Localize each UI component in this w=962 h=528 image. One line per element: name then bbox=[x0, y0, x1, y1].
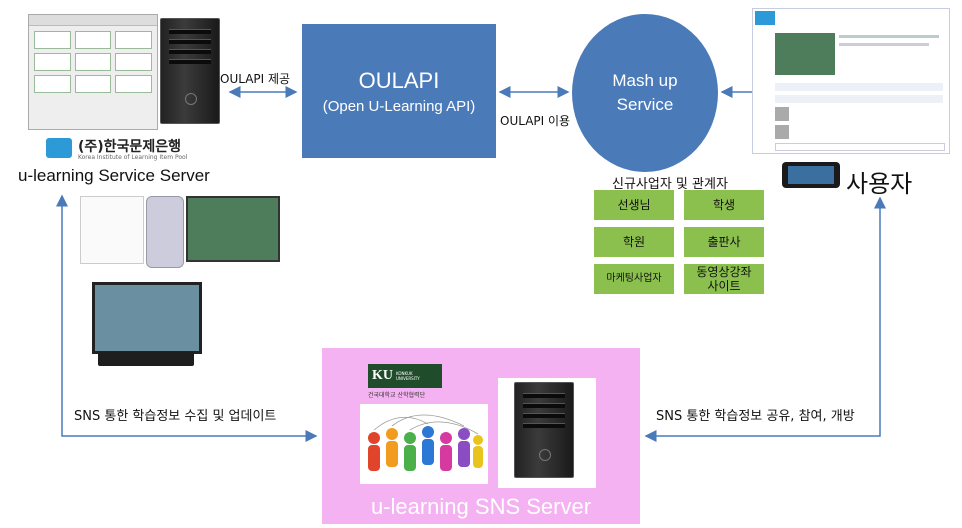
stakeholder-marketing: 마케팅사업자 bbox=[594, 264, 674, 294]
sns-collect-label: SNS 통한 학습정보 수집 및 업데이트 bbox=[74, 409, 277, 424]
people-figures bbox=[368, 426, 483, 471]
network-links bbox=[373, 414, 479, 435]
server-tower-icon bbox=[160, 18, 220, 124]
stakeholder-academy: 학원 bbox=[594, 227, 674, 257]
stakeholder-publisher: 출판사 bbox=[684, 227, 764, 257]
user-label: 사용자 bbox=[846, 170, 913, 198]
mashup-line2: Service bbox=[616, 95, 674, 114]
oulapi-box: OULAPI (Open U-Learning API) bbox=[302, 24, 496, 158]
people-network-illustration bbox=[360, 404, 488, 484]
company-name-en: Korea Institute of Learning Item Pool bbox=[78, 154, 188, 161]
tv-set-image bbox=[92, 282, 202, 354]
stakeholder-student: 학생 bbox=[684, 190, 764, 220]
service-server-label: u-learning Service Server bbox=[18, 166, 210, 185]
mashup-service-circle: Mash up Service bbox=[572, 14, 718, 172]
settop-box-image bbox=[98, 352, 194, 366]
arrow-sns-user bbox=[644, 196, 886, 442]
ku-caption: 건국대학교 산학협력단 bbox=[368, 392, 426, 399]
stakeholder-teacher: 선생님 bbox=[594, 190, 674, 220]
oulapi-title: OULAPI bbox=[358, 67, 440, 93]
tablet-device-icon bbox=[782, 162, 840, 188]
sns-server-tower-icon bbox=[514, 382, 574, 478]
lecture-video-thumbnail bbox=[186, 196, 280, 262]
ku-logo: KU KONKUK UNIVERSITY bbox=[368, 364, 442, 388]
oulapi-use-label: OULAPI 이용 bbox=[500, 114, 571, 128]
sns-share-label: SNS 통한 학습정보 공유, 참여, 개방 bbox=[656, 409, 855, 424]
social-feed-screenshot bbox=[752, 8, 950, 154]
mashup-line1: Mash up bbox=[612, 71, 678, 90]
arrow-service-sns bbox=[56, 194, 318, 442]
stakeholder-video-lecture-site: 동영상강좌 사이트 bbox=[684, 264, 764, 294]
company-name: (주)한국문제은행 bbox=[78, 139, 181, 155]
ku-logo-text: KU bbox=[372, 368, 393, 383]
learning-item-thumbnail bbox=[28, 14, 158, 130]
oulapi-provide-label: OULAPI 제공 bbox=[220, 72, 291, 86]
oulapi-subtitle: (Open U-Learning API) bbox=[322, 97, 476, 115]
worksheet-thumbnail bbox=[80, 196, 144, 264]
stakeholders-title: 신규사업자 및 관계자 bbox=[612, 177, 728, 192]
company-logo-icon bbox=[46, 138, 72, 158]
smartphone-qr-image bbox=[146, 196, 184, 268]
sns-server-label: u-learning SNS Server bbox=[370, 494, 592, 519]
ku-univ-text: KONKUK UNIVERSITY bbox=[396, 371, 420, 381]
